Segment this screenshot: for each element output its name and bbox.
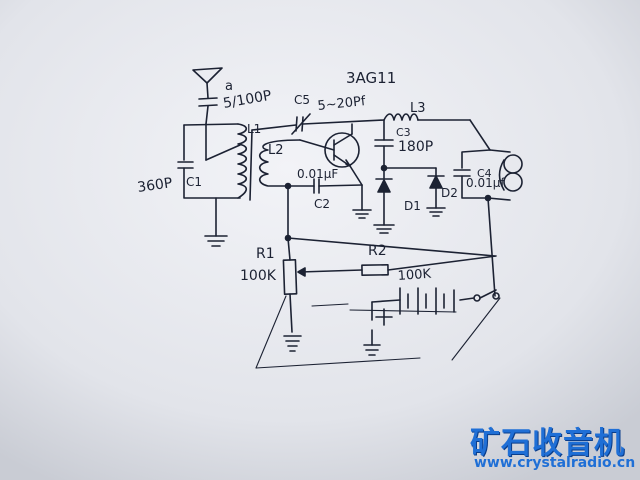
tank-circuit-l1-c1	[177, 123, 253, 247]
antenna-capacitor	[198, 97, 218, 125]
battery-and-switch	[363, 287, 500, 356]
label-d1: D1	[404, 199, 421, 213]
diode-d2	[383, 167, 446, 217]
label-c1-name: C1	[186, 175, 202, 189]
label-r1-value: 100K	[240, 268, 277, 284]
label-c1-value: 360P	[136, 175, 173, 196]
label-l3: L3	[410, 101, 426, 116]
c5-variable-capacitor	[251, 113, 385, 135]
transistor-symbol	[299, 123, 363, 186]
label-r2-value: 100K	[397, 267, 432, 284]
coil-l2-and-c2	[258, 139, 363, 239]
label-c4-value: 0.01μf	[466, 176, 505, 190]
watermark-url: www.crystalradio.cn	[474, 455, 636, 471]
label-antenna: a	[225, 79, 233, 94]
label-c5-name: C5	[294, 93, 310, 107]
resistor-r2	[284, 234, 497, 277]
schematic-labels: 3AG11 a 5/100P C5 5~20Pf L3 L1 L2 C3 180…	[136, 69, 505, 284]
label-r2-name: R2	[368, 243, 387, 259]
label-c2-value: 0.01μF	[297, 167, 338, 181]
label-c4-name: C4	[477, 167, 492, 180]
board-outline	[255, 295, 501, 369]
label-l2: L2	[268, 143, 284, 158]
potentiometer-r1	[282, 237, 306, 352]
label-c3-value: 180P	[398, 139, 433, 155]
label-r1-name: R1	[256, 246, 275, 262]
diode-d1	[352, 167, 395, 234]
label-d2: D2	[441, 186, 458, 200]
capacitor-c4-and-headphones	[453, 149, 523, 297]
antenna-symbol	[192, 67, 223, 99]
label-transistor: 3AG11	[346, 69, 396, 87]
watermark-site-name: 矿石收音机	[470, 426, 625, 461]
label-c3-name: C3	[396, 126, 411, 139]
rfc-l3	[383, 113, 491, 151]
label-l1: L1	[247, 122, 261, 136]
label-c5-range: 5~20Pf	[317, 94, 367, 114]
label-c2-name: C2	[314, 197, 330, 211]
